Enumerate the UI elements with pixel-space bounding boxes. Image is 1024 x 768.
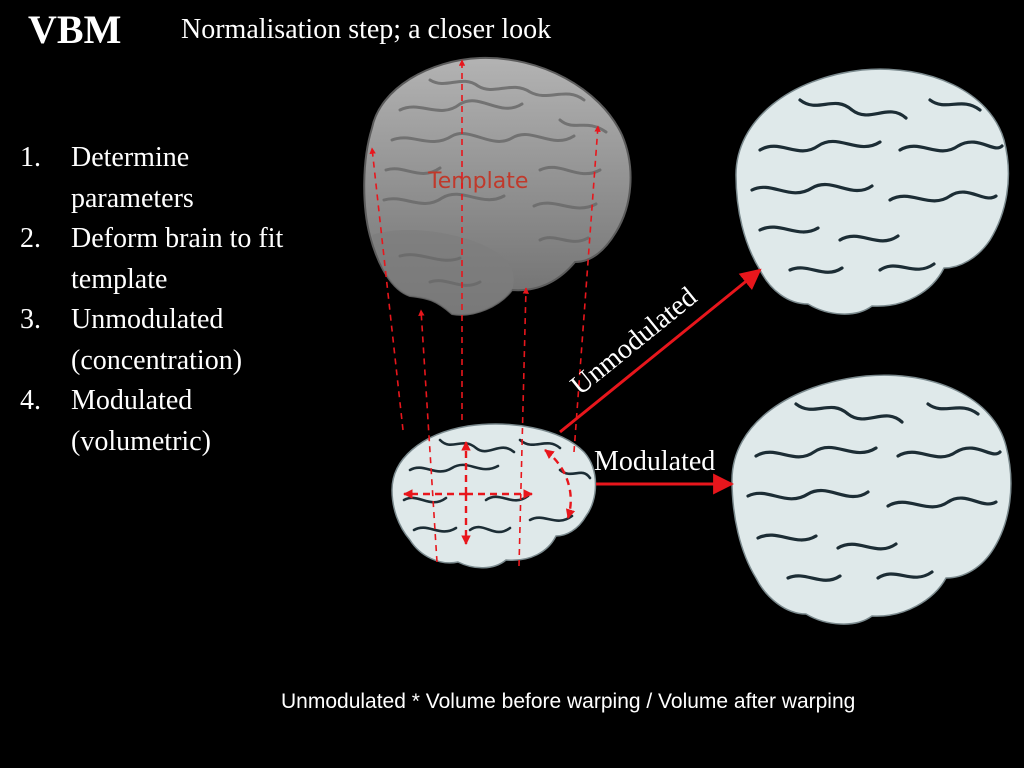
deformation-arrows <box>403 441 576 545</box>
step-item: 4. Modulated (volumetric) <box>20 381 360 462</box>
step-number: 3. <box>20 304 41 335</box>
step-item: 3. Unmodulated (concentration) <box>20 300 360 381</box>
step-line: Modulated <box>71 385 193 416</box>
unmodulated-arrow <box>559 268 762 434</box>
step-line: template <box>71 263 168 295</box>
step-number: 4. <box>20 385 41 416</box>
step-line: (concentration) <box>71 344 243 376</box>
mapping-lines <box>369 59 601 567</box>
steps-list: 1. Determine parameters 2. Deform brain … <box>20 138 360 462</box>
step-line: parameters <box>71 182 194 214</box>
slide-subtitle: Normalisation step; a closer look <box>181 14 552 45</box>
template-label: Template <box>427 169 528 194</box>
step-number: 1. <box>20 142 41 173</box>
step-line: Deform brain to fit <box>71 223 284 254</box>
unmodulated-brain <box>735 68 1010 315</box>
step-line: (volumetric) <box>71 425 211 457</box>
step-line: Unmodulated <box>71 304 224 335</box>
modulated-label: Modulated <box>594 446 715 477</box>
step-item: 2. Deform brain to fit template <box>20 219 360 300</box>
formula-caption: Unmodulated * Volume before warping / Vo… <box>281 690 856 713</box>
step-number: 2. <box>20 223 41 254</box>
subject-brain <box>391 423 597 569</box>
slide-title: VBM <box>28 7 122 52</box>
step-line: Determine <box>71 142 190 173</box>
template-brain: Template <box>363 56 632 316</box>
step-item: 1. Determine parameters <box>20 138 360 219</box>
modulated-brain <box>731 374 1012 625</box>
unmodulated-label: Unmodulated <box>565 281 703 401</box>
output-arrows <box>559 268 762 495</box>
